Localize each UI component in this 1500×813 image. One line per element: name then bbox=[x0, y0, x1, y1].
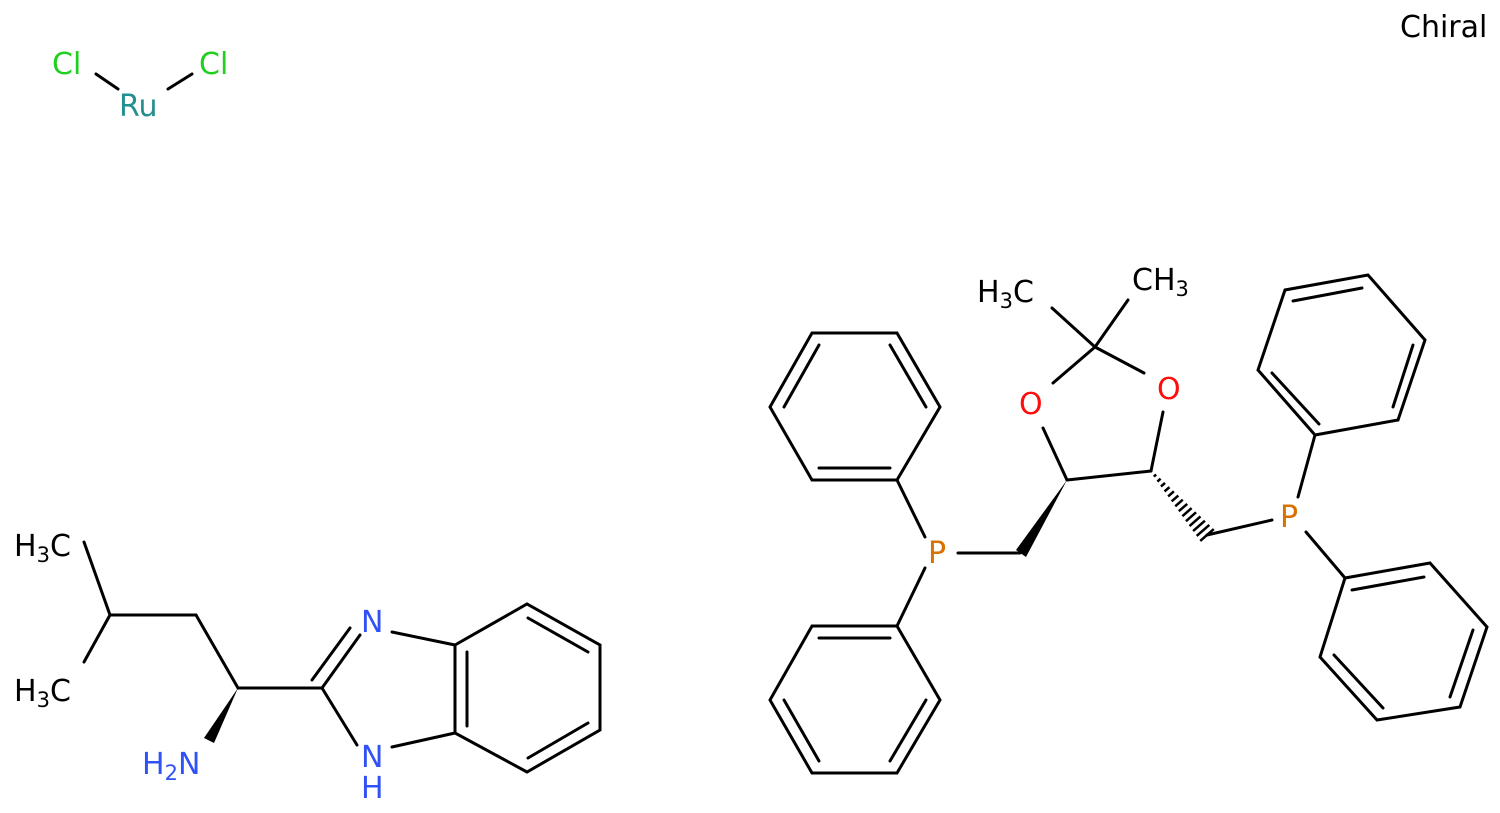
hash-line bbox=[1177, 502, 1189, 513]
atom-nh-h: H bbox=[361, 771, 384, 806]
atom-nh-n: N bbox=[361, 740, 383, 775]
atom-h3c: H3C bbox=[14, 529, 71, 567]
hash-line bbox=[1156, 477, 1162, 483]
benzimidazole-amine-ligand: H3C H3C H2N N N H bbox=[14, 529, 602, 806]
hash-line bbox=[1195, 523, 1211, 537]
hash-line bbox=[1188, 515, 1202, 528]
hash-line bbox=[1152, 473, 1158, 478]
atom-h3c: H3C bbox=[14, 674, 71, 712]
rucl2-fragment: Cl Cl Ru bbox=[52, 47, 228, 124]
hash-line bbox=[1167, 490, 1175, 498]
chiral-label: Chiral bbox=[1400, 10, 1487, 45]
hash-line bbox=[1192, 519, 1206, 532]
atom-o: O bbox=[1157, 372, 1181, 407]
hash-line bbox=[1181, 507, 1193, 518]
diop-ligand: H3C CH3 O O P P bbox=[768, 263, 1489, 775]
atom-p: P bbox=[928, 536, 946, 571]
hash-line bbox=[1170, 494, 1180, 503]
atom-p: P bbox=[1280, 500, 1298, 535]
hash-line bbox=[1185, 511, 1197, 523]
atom-cl: Cl bbox=[199, 47, 228, 82]
hashed-bond bbox=[1152, 473, 1215, 542]
hash-line bbox=[1160, 481, 1166, 488]
atom-ru: Ru bbox=[119, 89, 158, 124]
atom-ch3: CH3 bbox=[1132, 263, 1189, 301]
atom-h3c: H3C bbox=[977, 275, 1034, 313]
atom-nh2: H2N bbox=[142, 747, 200, 785]
atom-o: O bbox=[1019, 387, 1043, 422]
atom-cl: Cl bbox=[52, 47, 81, 82]
hash-line bbox=[1174, 498, 1184, 508]
atom-n: N bbox=[361, 605, 383, 640]
hash-line bbox=[1163, 486, 1171, 493]
